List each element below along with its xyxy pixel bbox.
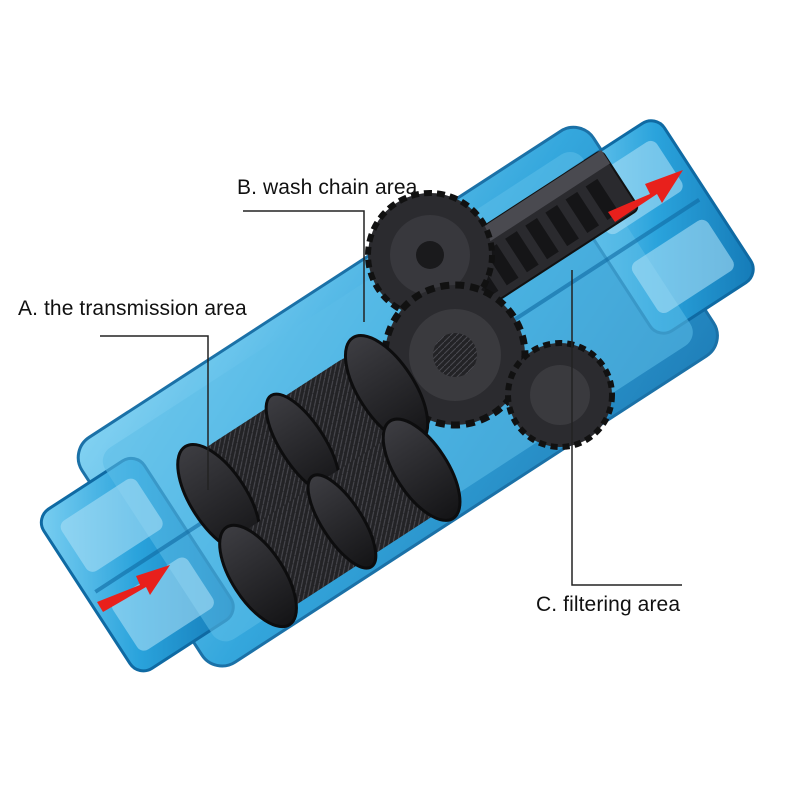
label-wash-chain-area: B. wash chain area xyxy=(237,176,418,199)
brush-roller-lower xyxy=(218,417,462,629)
label-filtering-area: C. filtering area xyxy=(536,593,681,616)
leader-line-c xyxy=(571,270,682,586)
leader-line-a xyxy=(100,335,209,490)
gear-right xyxy=(505,340,615,450)
label-transmission-area: A. the transmission area xyxy=(18,297,247,320)
red-flow-arrow-icon xyxy=(97,565,170,612)
red-flow-arrow-icon xyxy=(608,170,683,222)
leader-line-b xyxy=(243,210,365,322)
